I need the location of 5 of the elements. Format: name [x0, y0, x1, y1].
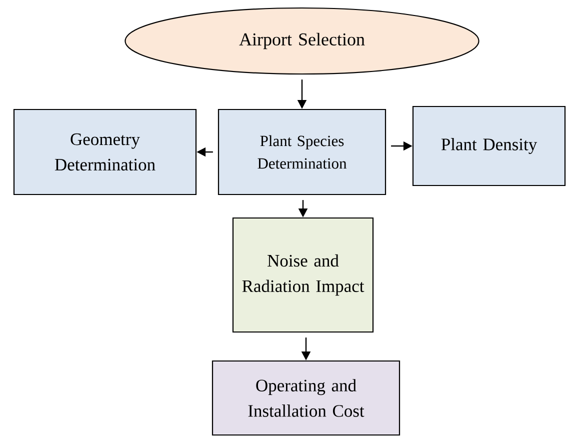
process-box: Noise and Radiation Impact — [232, 217, 374, 333]
process-box: Plant Species Determination — [218, 108, 386, 196]
process-box: Operating and Installation Cost — [212, 360, 400, 436]
process-box: Plant Density — [412, 106, 566, 186]
process-box: Geometry Determination — [13, 108, 197, 196]
